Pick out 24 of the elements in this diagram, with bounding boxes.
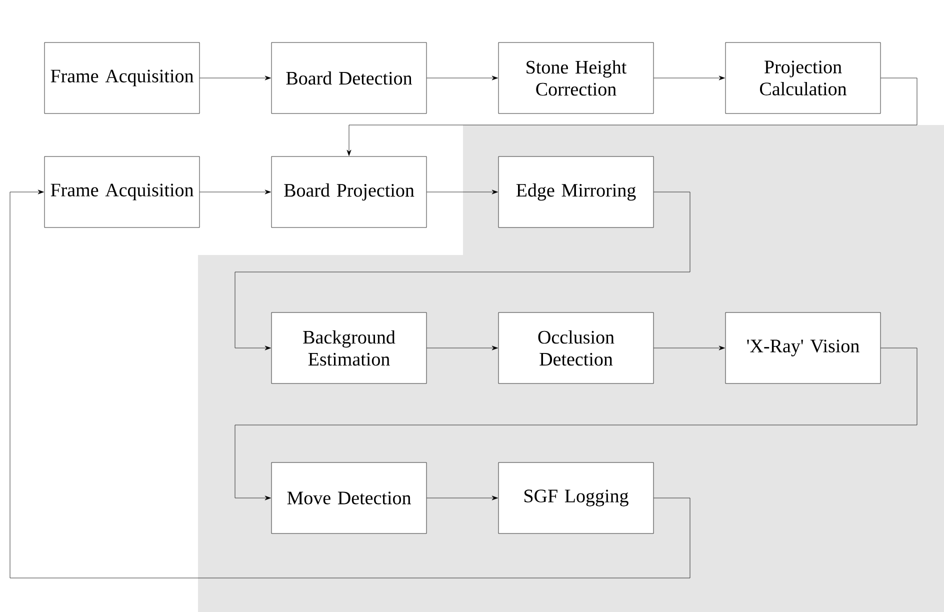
process-box: Move Detection xyxy=(271,462,427,534)
arrow xyxy=(346,78,918,156)
arrow xyxy=(234,192,690,350)
process-box: Background Estimation xyxy=(271,312,427,384)
arrow xyxy=(654,76,725,80)
process-box: SGF Logging xyxy=(498,462,654,534)
arrow xyxy=(426,190,498,194)
arrow xyxy=(200,190,271,194)
process-box: Frame Acquisition xyxy=(44,156,200,228)
process-box: Stone Height Correction xyxy=(498,42,654,114)
arrow xyxy=(200,76,271,80)
process-box: Edge Mirroring xyxy=(498,156,654,228)
process-box: Frame Acquisition xyxy=(44,42,200,114)
arrow xyxy=(426,76,498,80)
process-box: Projection Calculation xyxy=(725,42,881,114)
arrow xyxy=(234,348,918,500)
arrow xyxy=(426,496,498,500)
arrow xyxy=(426,346,498,350)
arrow xyxy=(10,190,690,578)
process-box: Board Detection xyxy=(271,42,427,114)
process-box: Occlusion Detection xyxy=(498,312,654,384)
arrow xyxy=(654,346,725,350)
process-box: 'X-Ray' Vision xyxy=(725,312,881,384)
process-box: Board Projection xyxy=(271,156,427,228)
